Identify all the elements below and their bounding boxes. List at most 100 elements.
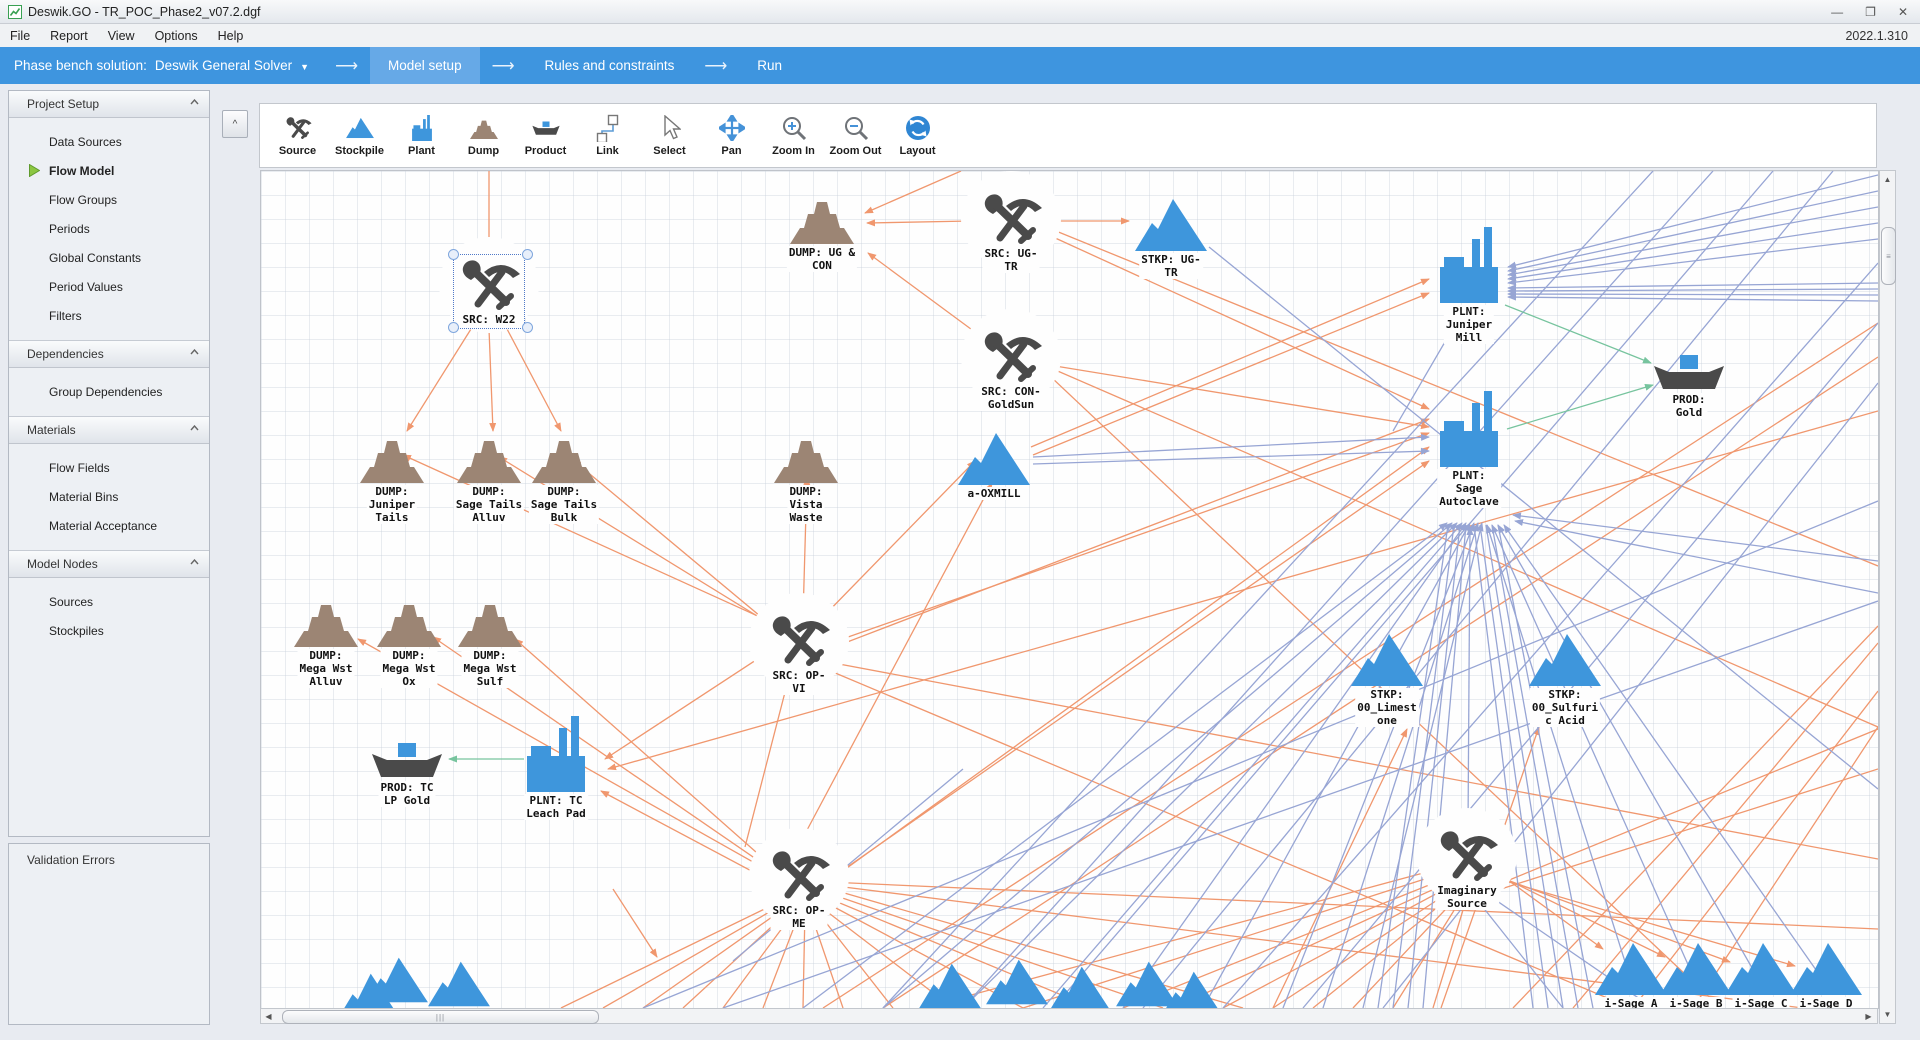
node-src-con-goldsun[interactable]: SRC: CON-GoldSun [961, 309, 1061, 411]
sidebar-item-stockpiles[interactable]: Stockpiles [49, 623, 104, 638]
node-src-op-vi[interactable]: SRC: OP-VI [749, 593, 849, 695]
node-label: PROD:Gold [1670, 393, 1708, 419]
menu-help[interactable]: Help [217, 28, 244, 43]
tool-select[interactable]: Select [642, 107, 697, 165]
tool-layout[interactable]: Layout [890, 107, 945, 165]
close-button[interactable]: ✕ [1897, 4, 1908, 19]
node-src-op-me[interactable]: SRC: OP-ME [749, 828, 849, 930]
section-model-nodes[interactable]: Model Nodes [9, 550, 209, 578]
source-icon [979, 193, 1043, 245]
sidebar-item-global-constants[interactable]: Global Constants [49, 250, 142, 265]
node-stkp-cut-4[interactable] [919, 961, 981, 1009]
node-dump-ug-con[interactable]: DUMP: UG &CON [786, 196, 858, 272]
node-stkp-cut-5[interactable] [986, 957, 1048, 1007]
node-label: i-Sage D [1797, 997, 1855, 1009]
tool-link[interactable]: Link [580, 107, 635, 165]
menu-report[interactable]: Report [50, 28, 88, 43]
node-stkp-ug-tr[interactable]: STKP: UG-TR [1135, 199, 1207, 279]
node-i-sage-d[interactable]: i-Sage D [1790, 943, 1862, 1008]
section-project-setup[interactable]: Project Setup [9, 91, 209, 118]
flow-model-canvas[interactable]: SRC: W22 DUMP: UG &CON SRC: UG-TR STKP: UG-… [260, 170, 1879, 1009]
project-navigation-panel: Project Setup Data Sources Flow Model Fl… [8, 90, 210, 837]
sidebar-item-group-dependencies[interactable]: Group Dependencies [49, 384, 163, 399]
sidebar-item-material-bins[interactable]: Material Bins [49, 489, 119, 504]
tool-source[interactable]: Source [270, 107, 325, 165]
vertical-scroll-thumb[interactable]: ≡ [1881, 227, 1896, 285]
sidebar-item-flow-model[interactable]: Flow Model [9, 156, 209, 185]
menu-view[interactable]: View [107, 28, 135, 43]
selection-handle[interactable] [448, 249, 459, 260]
node-src-ug-tr[interactable]: SRC: UG-TR [961, 171, 1061, 273]
sidebar-item-period-values[interactable]: Period Values [49, 279, 123, 294]
minimize-button[interactable]: — [1831, 4, 1844, 19]
sidebar-item-filters[interactable]: Filters [49, 308, 82, 323]
layout-refresh-icon [905, 114, 931, 142]
scroll-up-icon[interactable]: ▲ [1883, 175, 1892, 184]
node-src-w22[interactable]: SRC: W22 [439, 237, 539, 333]
scroll-down-icon[interactable]: ▼ [1883, 1010, 1892, 1019]
tool-dump[interactable]: Dump [456, 107, 511, 165]
horizontal-scroll-thumb[interactable]: ||| [282, 1010, 599, 1024]
sidebar-item-flow-fields[interactable]: Flow Fields [49, 460, 110, 475]
node-a-oxmill[interactable]: a-OXMILL [958, 433, 1030, 500]
step-model-setup[interactable]: Model setup [370, 47, 480, 84]
sidebar-item-periods[interactable]: Periods [49, 221, 90, 236]
solver-dropdown[interactable]: Phase bench solution: Deswik General Sol… [0, 47, 323, 84]
vertical-scrollbar[interactable]: ▲ ≡ ▼ [1879, 170, 1896, 1024]
menu-file[interactable]: File [10, 28, 31, 43]
stockpile-icon [1790, 943, 1862, 995]
source-icon [767, 615, 831, 667]
step-run[interactable]: Run [757, 58, 783, 73]
scroll-left-icon[interactable]: ◀ [265, 1011, 272, 1021]
tool-product[interactable]: Product [518, 107, 573, 165]
restore-button[interactable]: ❐ [1865, 4, 1876, 19]
selection-handle[interactable] [522, 249, 533, 260]
sidebar-item-flow-groups[interactable]: Flow Groups [49, 192, 118, 207]
node-i-sage-c[interactable]: i-Sage C [1725, 943, 1797, 1008]
section-dependencies[interactable]: Dependencies [9, 340, 209, 368]
tool-stockpile[interactable]: Stockpile [332, 107, 387, 165]
node-stkp-cut-3[interactable] [428, 959, 490, 1009]
node-label: SRC: W22 [460, 313, 518, 326]
tool-zoom-out[interactable]: Zoom Out [828, 107, 883, 165]
horizontal-scrollbar[interactable]: ◀ ||| ▶ [260, 1008, 1878, 1024]
tool-zoom-in[interactable]: Zoom In [766, 107, 821, 165]
tool-pan[interactable]: Pan [704, 107, 759, 165]
scroll-right-icon[interactable]: ▶ [1865, 1011, 1872, 1021]
node-stkp-cut-2[interactable] [366, 955, 428, 1005]
title-bar[interactable]: Deswik.GO - TR_POC_Phase2_v07.2.dgf — ❐ … [0, 0, 1920, 24]
sidebar-item-data-sources[interactable]: Data Sources [49, 134, 122, 149]
sidebar-item-sources[interactable]: Sources [49, 594, 94, 609]
node-prod-gold[interactable]: PROD:Gold [1653, 355, 1725, 419]
section-materials[interactable]: Materials [9, 416, 209, 444]
chevron-up-icon [190, 99, 199, 105]
collapse-panel-button[interactable]: ^ [222, 110, 248, 138]
tool-plant[interactable]: Plant [394, 107, 449, 165]
sidebar-item-material-acceptance[interactable]: Material Acceptance [49, 518, 158, 533]
selection-handle[interactable] [448, 322, 459, 333]
node-stkp-cut-8[interactable] [1161, 969, 1223, 1009]
node-i-sage-a[interactable]: i-Sage A [1595, 943, 1667, 1008]
step-rules-and-constraints[interactable]: Rules and constraints [544, 58, 675, 73]
menu-options[interactable]: Options [154, 28, 198, 43]
node-i-sage-b[interactable]: i-Sage B [1660, 943, 1732, 1008]
node-stkp-cut-6[interactable] [1049, 964, 1111, 1009]
selection-handle[interactable] [522, 322, 533, 333]
